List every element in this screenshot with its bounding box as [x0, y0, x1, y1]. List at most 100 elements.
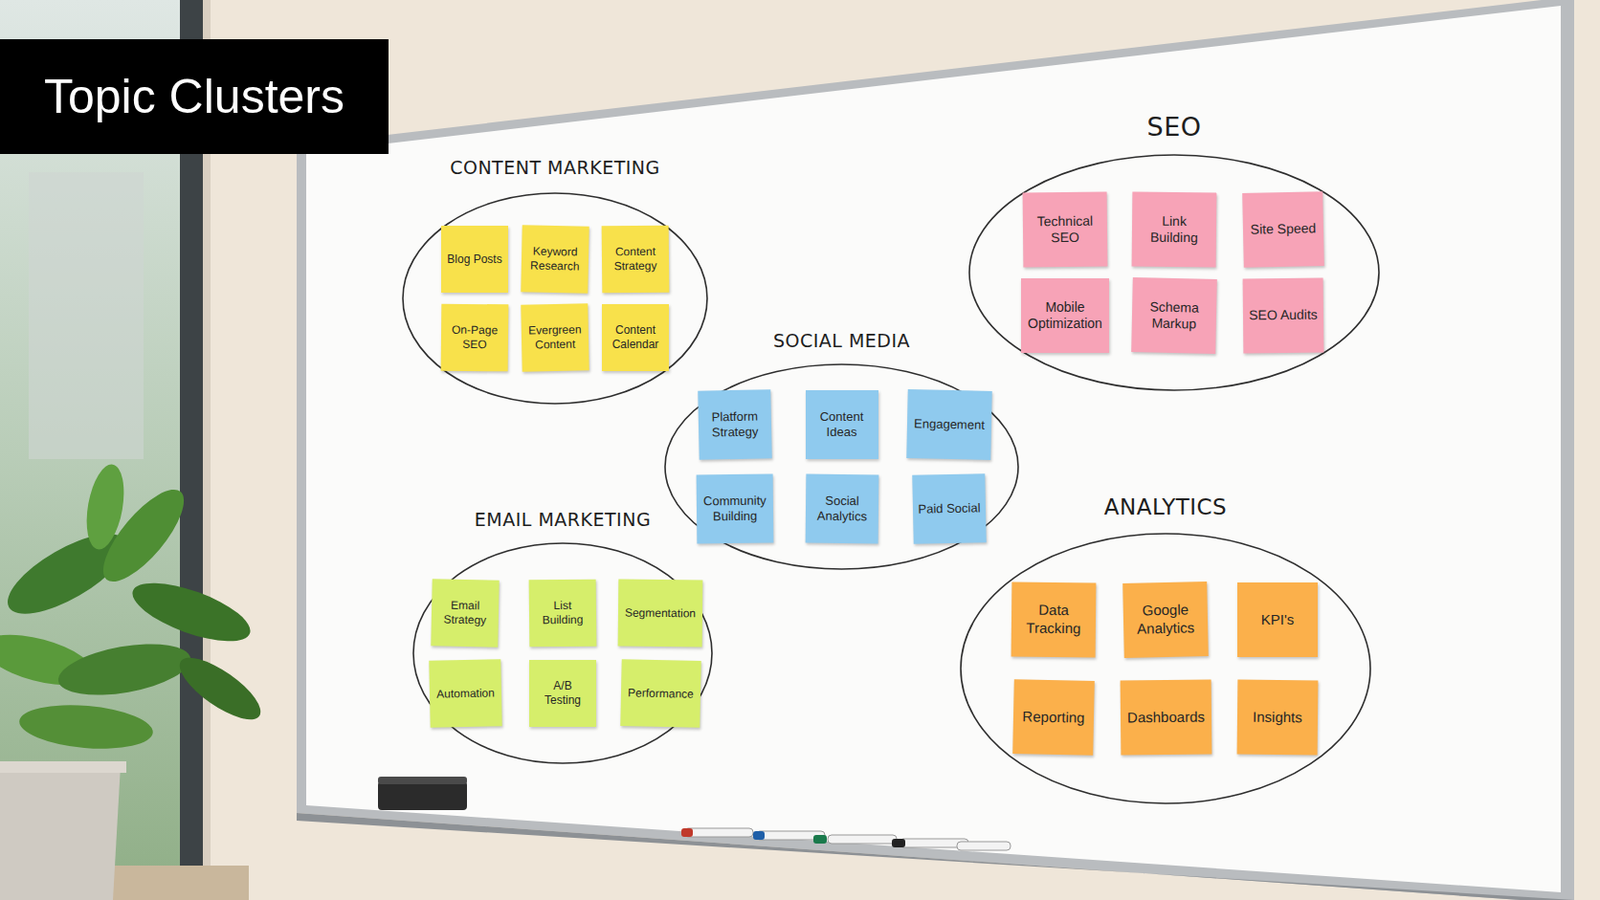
building-outside	[28, 172, 144, 460]
sticky-note: Content Strategy	[601, 225, 670, 294]
sticky-note: Social Analytics	[804, 474, 879, 545]
leaf	[54, 635, 195, 705]
note-label: List Building	[533, 599, 592, 629]
sticky-note: KPI's	[1237, 582, 1318, 658]
marker	[827, 835, 897, 845]
sticky-note: Schema Markup	[1131, 277, 1218, 355]
topic-cluster: EMAIL MARKETING Email Strategy List Buildi…	[411, 507, 714, 766]
diagram-title: Topic Clusters	[44, 68, 345, 125]
topic-cluster: SOCIAL MEDIA Platform Strategy Content Ide…	[663, 328, 1021, 572]
sticky-note: Segmentation	[618, 579, 704, 648]
board-frame	[296, 0, 1575, 900]
title-banner: Topic Clusters	[0, 39, 389, 155]
pot-rim	[0, 761, 127, 774]
note-label: Social Analytics	[809, 492, 873, 525]
cluster-outline	[665, 364, 1019, 570]
plant-pot	[0, 765, 121, 900]
sticky-note: Reporting	[1012, 679, 1095, 756]
cluster-ellipse	[400, 191, 710, 406]
note-label: Performance	[626, 686, 693, 702]
whiteboard	[306, 5, 1561, 893]
note-label: Keyword Research	[526, 244, 585, 274]
cluster-heading: EMAIL MARKETING	[411, 509, 714, 531]
sticky-note: Email Strategy	[430, 578, 499, 647]
sticky-note: Keyword Research	[520, 224, 589, 293]
cluster-outline	[960, 533, 1371, 804]
cluster-ellipse	[411, 541, 714, 766]
sticky-note: Blog Posts	[441, 225, 509, 293]
potted-plant	[0, 462, 269, 900]
sticky-note: List Building	[529, 579, 598, 648]
board-tray	[296, 813, 1575, 900]
note-label: Community Building	[700, 492, 768, 525]
sticky-note: Technical SEO	[1022, 192, 1109, 268]
marker-cap	[753, 831, 765, 841]
eraser	[377, 781, 467, 811]
note-label: Evergreen Content	[526, 322, 585, 353]
note-label: Engagement	[912, 416, 984, 434]
note-label: Schema Markup	[1136, 298, 1213, 334]
note-label: Automation	[435, 686, 494, 702]
sticky-note: Paid Social	[911, 473, 986, 545]
sticky-note: Dashboards	[1119, 680, 1212, 756]
note-label: Blog Posts	[446, 252, 502, 267]
topic-cluster: ANALYTICS Data Tracking Google Analytics KP…	[958, 493, 1373, 806]
leaf	[17, 700, 155, 755]
note-label: Dashboards	[1126, 708, 1204, 728]
sticky-note: Performance	[620, 659, 701, 729]
sticky-note: A/B Testing	[529, 660, 597, 728]
cluster-outline	[969, 155, 1379, 391]
leaf	[125, 571, 257, 654]
note-label: Site Speed	[1250, 221, 1317, 240]
cluster-outline	[413, 543, 712, 764]
sticky-note: SEO Audits	[1243, 278, 1325, 355]
sticky-note: Engagement	[906, 389, 992, 461]
leaf	[80, 462, 130, 554]
note-label: Google Analytics	[1128, 600, 1204, 639]
leaf	[171, 647, 270, 732]
sticky-note: Data Tracking	[1011, 582, 1097, 659]
cluster-heading: ANALYTICS	[958, 494, 1373, 520]
sticky-note: On-Page SEO	[441, 304, 510, 373]
note-label: SEO Audits	[1248, 307, 1318, 325]
sticky-note: Insights	[1237, 680, 1319, 756]
note-label: Insights	[1252, 708, 1303, 727]
cluster-ellipse	[958, 532, 1373, 806]
note-label: Segmentation	[624, 605, 696, 622]
cluster-heading: CONTENT MARKETING	[400, 156, 710, 178]
topic-cluster: CONTENT MARKETING Blog Posts Keyword Resea…	[400, 153, 710, 406]
note-label: Mobile Optimization	[1025, 299, 1105, 334]
note-label: Link Building	[1136, 212, 1212, 247]
topic-cluster: SEO Technical SEO Link Building Site SpeedM…	[967, 112, 1381, 393]
note-label: Content Strategy	[606, 244, 665, 275]
sticky-note: Mobile Optimization	[1021, 278, 1110, 354]
sticky-note: Site Speed	[1242, 191, 1325, 268]
marker-cap	[891, 839, 906, 848]
sticky-note: Platform Strategy	[697, 389, 772, 461]
sticky-note: Content Ideas	[805, 390, 879, 460]
cluster-outline	[402, 193, 708, 404]
note-label: Paid Social	[917, 500, 980, 518]
note-label: Reporting	[1022, 708, 1085, 728]
eraser-top	[377, 777, 467, 785]
note-label: Content Calendar	[606, 323, 665, 353]
note-label: Content Ideas	[810, 409, 874, 442]
cluster-heading: SOCIAL MEDIA	[663, 330, 1021, 352]
markers	[681, 828, 1011, 851]
note-label: Technical SEO	[1027, 212, 1103, 247]
marker	[956, 842, 1011, 851]
sticky-note: Automation	[428, 659, 502, 729]
cluster-ellipse	[967, 153, 1381, 393]
sticky-note: Evergreen Content	[520, 303, 589, 372]
sticky-note: Content Calendar	[601, 304, 669, 372]
sticky-note: Community Building	[695, 474, 774, 545]
marker-cap	[813, 835, 827, 845]
marker	[684, 828, 754, 838]
note-label: KPI's	[1261, 611, 1295, 630]
sticky-note: Google Analytics	[1122, 581, 1209, 659]
note-label: Platform Strategy	[702, 408, 767, 442]
note-label: On-Page SEO	[445, 323, 504, 354]
cluster-heading: SEO	[967, 111, 1381, 142]
note-label: A/B Testing	[533, 679, 592, 709]
